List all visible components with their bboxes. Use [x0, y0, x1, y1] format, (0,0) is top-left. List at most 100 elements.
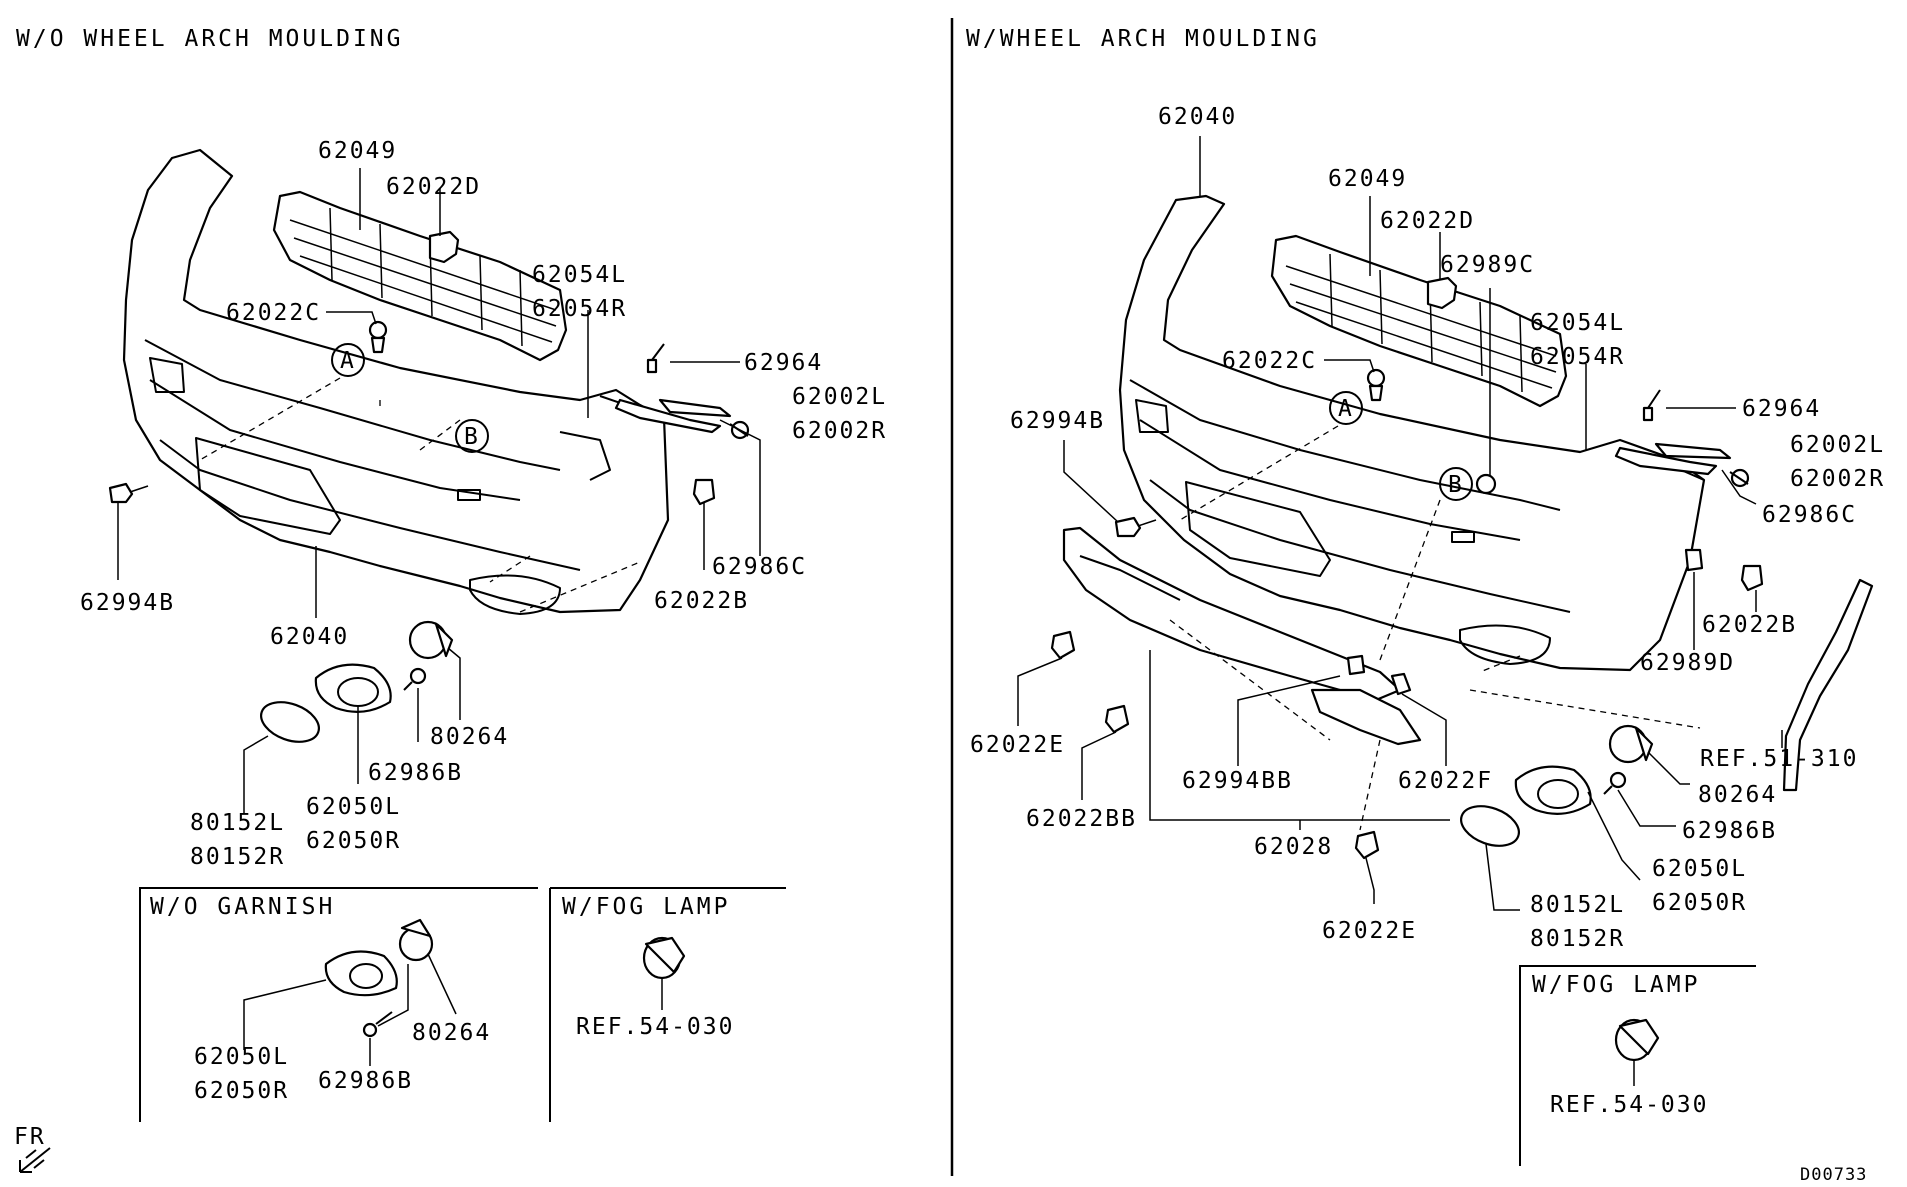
garnish-part	[243, 918, 457, 1066]
left-callout-a: A	[340, 348, 356, 374]
right-label-62994B: 62994B	[1010, 408, 1105, 434]
left-label-62054R: 62054R	[532, 296, 627, 322]
left-screw-62986B	[403, 667, 427, 691]
left-label-62986C: 62986C	[712, 554, 807, 580]
left-ref-54-030: REF.54-030	[576, 1014, 734, 1040]
right-bumper-fascia	[1118, 194, 1706, 672]
left-clip-62022B	[692, 478, 716, 506]
right-label-62989C: 62989C	[1440, 252, 1535, 278]
right-fog-lamp-title: W/FOG LAMP	[1532, 972, 1700, 998]
left-fog-lamp-title: W/FOG LAMP	[562, 894, 730, 920]
left-label-62022B: 62022B	[654, 588, 749, 614]
right-leaders	[1017, 136, 1783, 911]
right-clip-62022E-b	[1354, 830, 1380, 860]
right-label-62028: 62028	[1254, 834, 1333, 860]
right-label-62986C: 62986C	[1762, 502, 1857, 528]
right-clip-62022C	[1366, 368, 1386, 402]
right-section-title: W/WHEEL ARCH MOULDING	[966, 26, 1320, 52]
garnish-label-62986B: 62986B	[318, 1068, 413, 1094]
left-bumper-fascia	[122, 148, 670, 615]
right-clip-62022E-a	[1050, 630, 1076, 660]
right-label-62022E-b: 62022E	[1322, 918, 1417, 944]
right-label-62050R: 62050R	[1652, 890, 1747, 916]
right-bracket-62002-upper	[1654, 442, 1732, 460]
right-label-80152L: 80152L	[1530, 892, 1625, 918]
right-clip-62022B	[1740, 564, 1764, 592]
right-clip-62022D	[1426, 276, 1458, 310]
right-lower-spoiler	[1062, 526, 1422, 746]
right-nut-62989C	[1475, 473, 1497, 495]
right-fog-lamp-ref	[1614, 1018, 1660, 1086]
left-label-62002L: 62002L	[792, 384, 887, 410]
right-label-62054L: 62054L	[1530, 310, 1625, 336]
right-clip-62989D	[1684, 548, 1704, 572]
right-label-62049: 62049	[1328, 166, 1407, 192]
left-rivet-62964	[646, 343, 665, 374]
right-clip-62986C	[1729, 468, 1750, 488]
wo-garnish-box	[139, 887, 786, 1122]
left-fog-lamp-80264	[408, 620, 454, 660]
right-label-62989D: 62989D	[1640, 650, 1735, 676]
left-label-80152R: 80152R	[190, 844, 285, 870]
right-label-62986B: 62986B	[1682, 818, 1777, 844]
left-label-62049: 62049	[318, 138, 397, 164]
left-dash-lines	[199, 377, 641, 613]
left-label-62994B: 62994B	[80, 590, 175, 616]
left-callout-b: B	[464, 424, 480, 450]
right-clip-62022BB	[1104, 704, 1130, 734]
right-label-62002L: 62002L	[1790, 432, 1885, 458]
left-cover-80152	[260, 701, 320, 743]
left-section-title: W/O WHEEL ARCH MOULDING	[16, 26, 404, 52]
left-label-62986B: 62986B	[368, 760, 463, 786]
right-garnish-62050	[1514, 765, 1592, 815]
right-label-62002R: 62002R	[1790, 466, 1885, 492]
right-label-62022F: 62022F	[1398, 768, 1493, 794]
right-grille	[1270, 234, 1568, 408]
wheel-arch-moulding	[1782, 578, 1874, 792]
left-label-62002R: 62002R	[792, 418, 887, 444]
left-clip-62022C	[368, 320, 388, 354]
left-label-80264: 80264	[430, 724, 509, 750]
left-label-62022D: 62022D	[386, 174, 481, 200]
right-fog-lamp-box	[1519, 965, 1756, 1166]
left-bracket-62002-upper	[658, 398, 732, 418]
right-callout-a-circle	[1329, 391, 1363, 425]
right-ref-54-030: REF.54-030	[1550, 1092, 1708, 1118]
right-clip-62022F	[1390, 672, 1412, 696]
right-callout-a: A	[1338, 396, 1354, 422]
right-cover-80152	[1460, 805, 1520, 847]
fr-label: FR	[14, 1124, 46, 1150]
right-label-62040: 62040	[1158, 104, 1237, 130]
garnish-label-62050L: 62050L	[194, 1044, 289, 1070]
right-label-62022D: 62022D	[1380, 208, 1475, 234]
right-label-62022E-a: 62022E	[970, 732, 1065, 758]
left-grille	[272, 190, 568, 362]
left-label-62050L: 62050L	[306, 794, 401, 820]
right-label-62994BB: 62994BB	[1182, 768, 1293, 794]
left-clip-62022D	[428, 230, 460, 264]
left-callout-a-circle	[331, 343, 365, 377]
right-label-80264: 80264	[1698, 782, 1777, 808]
left-label-80152L: 80152L	[190, 810, 285, 836]
right-label-62022BB: 62022BB	[1026, 806, 1137, 832]
left-label-62054L: 62054L	[532, 262, 627, 288]
left-label-62040: 62040	[270, 624, 349, 650]
right-label-62022B: 62022B	[1702, 612, 1797, 638]
right-label-62964: 62964	[1742, 396, 1821, 422]
right-callout-b-circle	[1439, 467, 1473, 501]
garnish-label-62050R: 62050R	[194, 1078, 289, 1104]
fr-arrow-icon	[19, 1147, 51, 1173]
right-label-80152R: 80152R	[1530, 926, 1625, 952]
right-bracket-62002	[1614, 446, 1718, 476]
right-dash-lines	[1169, 425, 1701, 831]
right-label-62050L: 62050L	[1652, 856, 1747, 882]
wo-garnish-title: W/O GARNISH	[150, 894, 335, 920]
diagram-id: D00733	[1800, 1165, 1867, 1185]
right-label-62022C: 62022C	[1222, 348, 1317, 374]
right-rivet-62964	[1642, 389, 1661, 422]
right-fog-lamp-80264	[1608, 724, 1654, 764]
left-label-62964: 62964	[744, 350, 823, 376]
left-screw-62994B	[108, 482, 149, 504]
right-screw-62994B	[1114, 516, 1157, 538]
